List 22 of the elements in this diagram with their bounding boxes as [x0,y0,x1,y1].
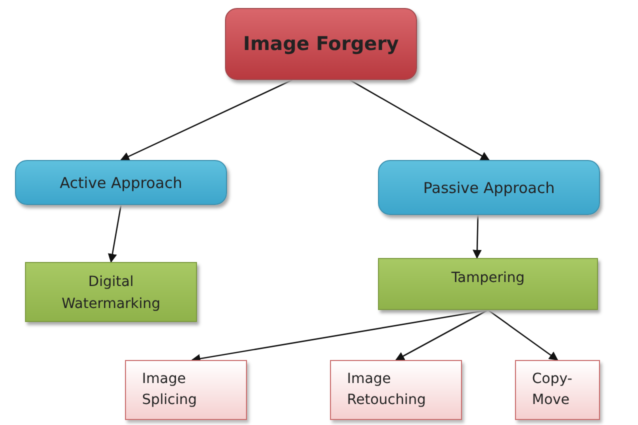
approach-box [15,160,227,205]
title-box [225,8,417,80]
arrow [488,309,558,361]
node-label: Digital Watermarking [60,273,162,314]
method-box [25,262,197,322]
node-label: Passive Approach [423,178,555,196]
forgery-type-box [515,360,600,420]
arrow [349,79,490,161]
node-label: Image Forgery [243,33,399,55]
node-label: Image Splicing [142,370,198,410]
method-box [378,258,598,310]
node-label: Copy-Move [532,370,574,410]
arrow [120,79,292,161]
forgery-type-box [330,360,462,420]
arrow [108,204,122,263]
approach-box [378,160,600,215]
forgery-type-box [125,360,247,420]
node-label: Tampering [451,269,525,288]
node-label: Image Retouching [347,370,427,410]
arrow [395,309,488,361]
arrow [472,214,482,259]
node-label: Active Approach [60,174,182,192]
